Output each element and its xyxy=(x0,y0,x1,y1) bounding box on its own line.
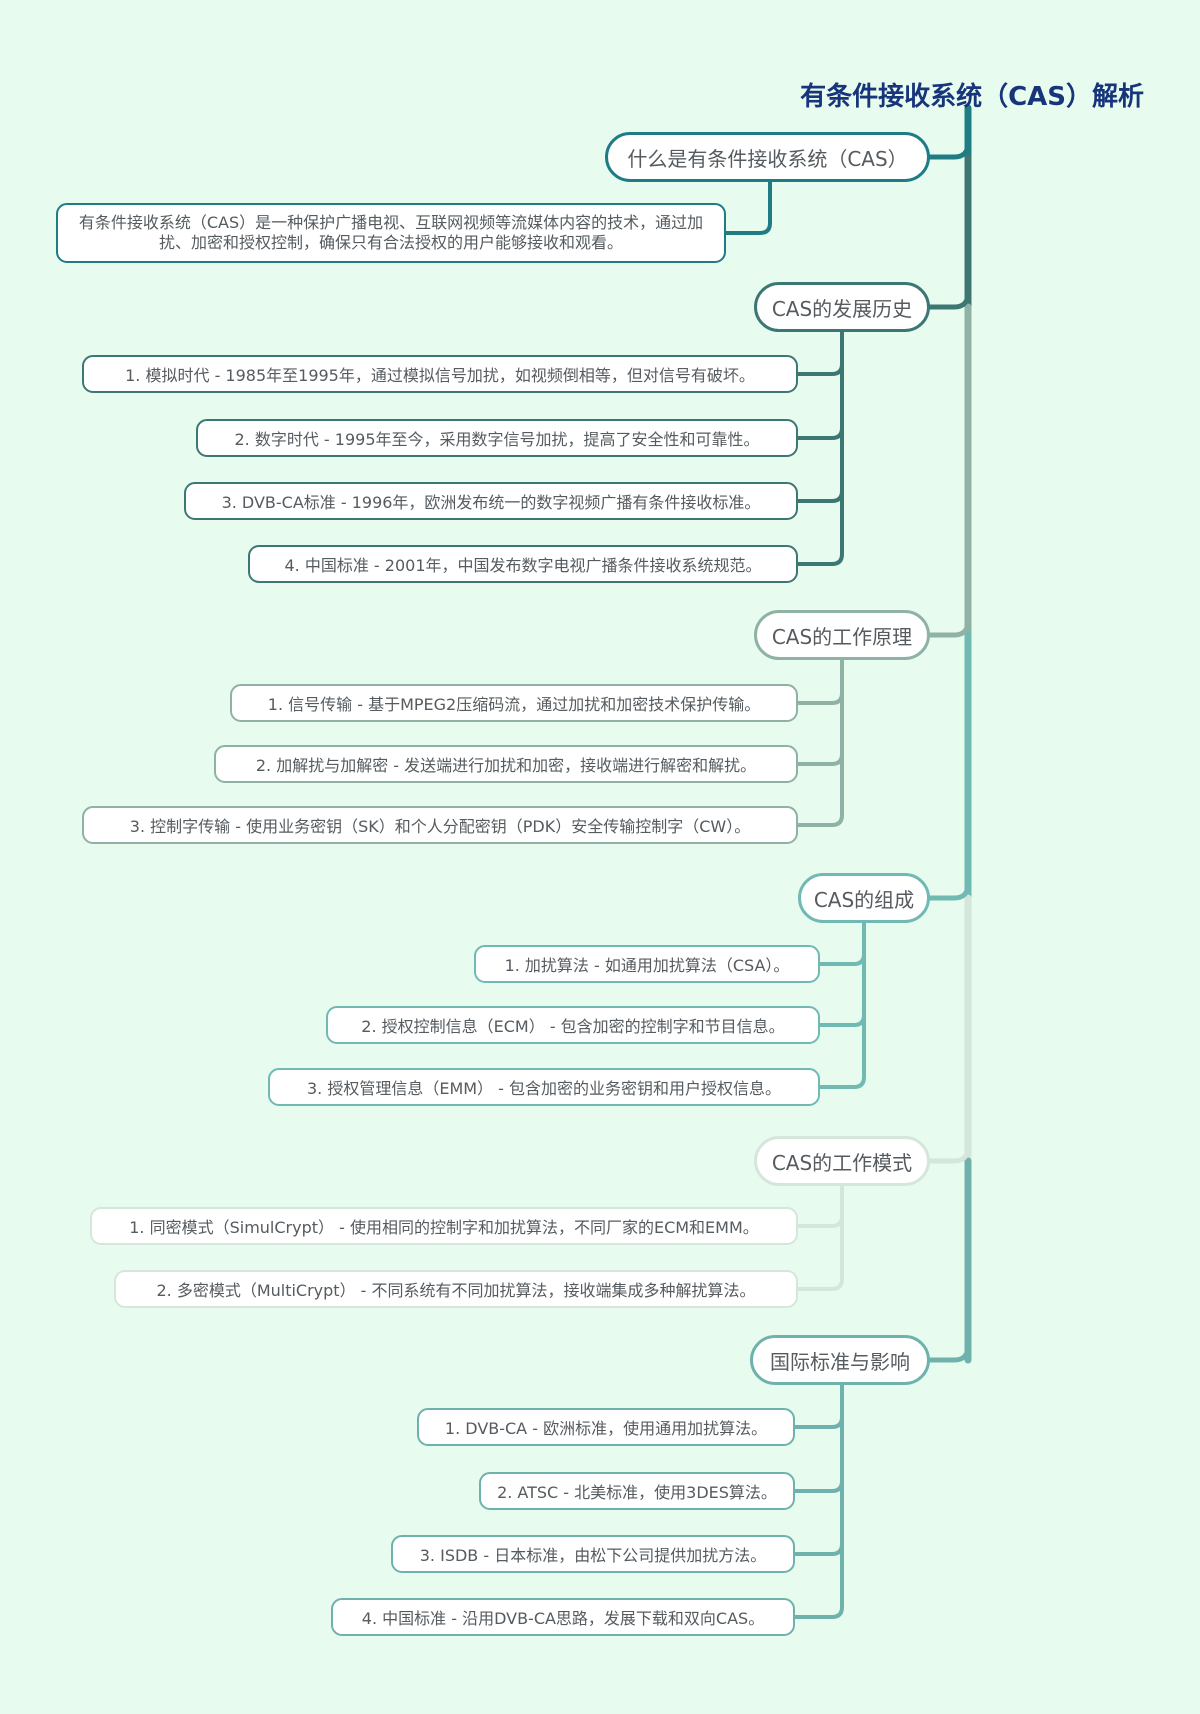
intro-description[interactable]: 有条件接收系统（CAS）是一种保护广播电视、互联网视频等流媒体内容的技术，通过加… xyxy=(56,203,726,263)
history-item[interactable]: 3. DVB-CA标准 - 1996年，欧洲发布统一的数字视频广播有条件接收标准… xyxy=(184,482,798,520)
leaf-link xyxy=(796,330,844,376)
leaf-link xyxy=(793,1383,844,1429)
topic-components[interactable]: CAS的组成 xyxy=(798,873,930,923)
topic-intro[interactable]: 什么是有条件接收系统（CAS） xyxy=(605,132,930,182)
principle-item[interactable]: 1. 信号传输 - 基于MPEG2压缩码流，通过加扰和加密技术保护传输。 xyxy=(230,684,798,722)
standards-item[interactable]: 3. ISDB - 日本标准，由松下公司提供加扰方法。 xyxy=(391,1535,795,1573)
branch-link xyxy=(927,1343,971,1363)
intro-desc-link xyxy=(724,180,772,235)
modes-item[interactable]: 1. 同密模式（SimulCrypt） - 使用相同的控制字和加扰算法，不同厂家… xyxy=(90,1207,798,1245)
components-item[interactable]: 2. 授权控制信息（ECM） - 包含加密的控制字和节目信息。 xyxy=(326,1006,820,1044)
leaf-link xyxy=(796,330,844,503)
leaf-link xyxy=(796,1184,844,1228)
topic-history[interactable]: CAS的发展历史 xyxy=(754,282,930,332)
history-item[interactable]: 2. 数字时代 - 1995年至今，采用数字信号加扰，提高了安全性和可靠性。 xyxy=(196,419,798,457)
leaf-link xyxy=(796,658,844,766)
leaf-link xyxy=(793,1383,844,1556)
history-item[interactable]: 1. 模拟时代 - 1985年至1995年，通过模拟信号加扰，如视频倒相等，但对… xyxy=(82,355,798,393)
leaf-link xyxy=(793,1383,844,1619)
principle-item[interactable]: 2. 加解扰与加解密 - 发送端进行加扰和加密，接收端进行解密和解扰。 xyxy=(214,745,798,783)
branch-link xyxy=(927,290,971,310)
branch-link xyxy=(927,881,971,901)
branch-link xyxy=(927,1144,971,1164)
standards-item[interactable]: 4. 中国标准 - 沿用DVB-CA思路，发展下载和双向CAS。 xyxy=(331,1598,795,1636)
leaf-link xyxy=(818,921,866,966)
components-item[interactable]: 1. 加扰算法 - 如通用加扰算法（CSA）。 xyxy=(474,945,820,983)
topic-modes[interactable]: CAS的工作模式 xyxy=(754,1136,930,1186)
modes-item[interactable]: 2. 多密模式（MultiCrypt） - 不同系统有不同加扰算法，接收端集成多… xyxy=(114,1270,798,1308)
page-title: 有条件接收系统（CAS）解析 xyxy=(800,82,1144,112)
components-item[interactable]: 3. 授权管理信息（EMM） - 包含加密的业务密钥和用户授权信息。 xyxy=(268,1068,820,1106)
history-item[interactable]: 4. 中国标准 - 2001年，中国发布数字电视广播条件接收系统规范。 xyxy=(248,545,798,583)
leaf-link xyxy=(818,921,866,1027)
branch-link xyxy=(927,618,971,638)
topic-standards[interactable]: 国际标准与影响 xyxy=(750,1335,930,1385)
leaf-link xyxy=(793,1383,844,1493)
principle-item[interactable]: 3. 控制字传输 - 使用业务密钥（SK）和个人分配密钥（PDK）安全传输控制字… xyxy=(82,806,798,844)
topic-principle[interactable]: CAS的工作原理 xyxy=(754,610,930,660)
leaf-link xyxy=(796,658,844,705)
leaf-link xyxy=(796,658,844,827)
leaf-link xyxy=(796,1184,844,1291)
leaf-link xyxy=(796,330,844,440)
intro-link xyxy=(927,140,971,160)
standards-item[interactable]: 1. DVB-CA - 欧洲标准，使用通用加扰算法。 xyxy=(417,1408,795,1446)
leaf-link xyxy=(796,330,844,566)
leaf-link xyxy=(818,921,866,1089)
standards-item[interactable]: 2. ATSC - 北美标准，使用3DES算法。 xyxy=(479,1472,795,1510)
